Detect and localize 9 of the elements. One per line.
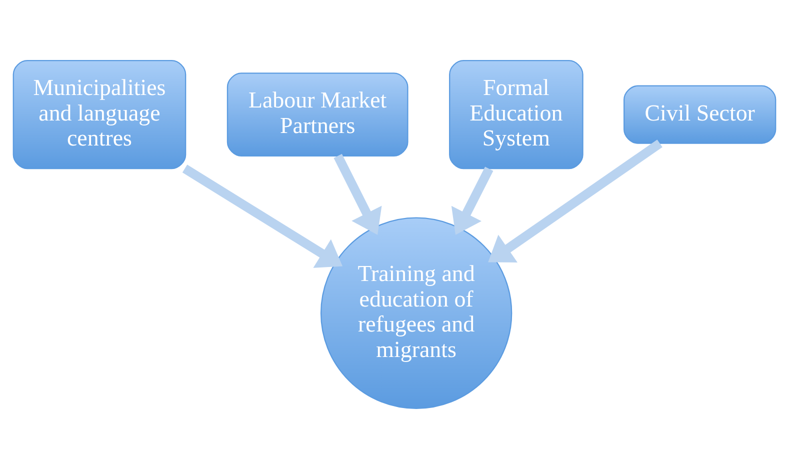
arrow bbox=[488, 139, 662, 262]
node-box: Labour Market Partners bbox=[226, 72, 408, 156]
arrow bbox=[182, 164, 343, 268]
arrow bbox=[451, 166, 494, 234]
arrow bbox=[334, 153, 382, 234]
node-box: Formal Education System bbox=[449, 60, 584, 169]
node-box: Civil Sector bbox=[624, 84, 776, 144]
node-circle: Training and education of refugees and migrants bbox=[320, 216, 512, 408]
node-box: Municipalities and language centres bbox=[12, 60, 186, 169]
